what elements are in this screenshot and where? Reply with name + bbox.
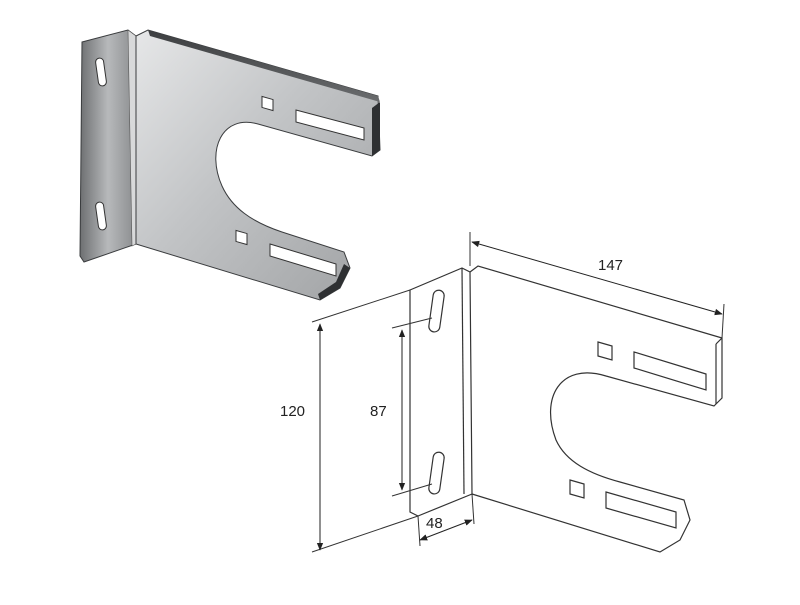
photo-flange-slot-top [95, 57, 107, 87]
drawing-square-bottom [569, 479, 585, 499]
drawing-flange-slot-bottom [428, 451, 445, 495]
dimension-120-label: 120 [280, 403, 305, 420]
photo-square-top [261, 95, 274, 112]
photo-square-bottom [235, 229, 248, 246]
drawing-slot-bottom [605, 491, 677, 529]
bracket-drawing [409, 265, 723, 553]
photo-flange-slot-bottom [95, 201, 107, 231]
dimension-48: 48 [417, 493, 475, 547]
dimension-147-label: 147 [598, 257, 623, 274]
dimension-87: 87 [370, 317, 433, 497]
drawing-plate [469, 265, 723, 553]
photo-slot-bottom [269, 243, 337, 277]
drawing-slot-top [633, 351, 707, 391]
bracket-photo [79, 29, 381, 301]
dimension-87-label: 87 [370, 403, 387, 420]
dimension-120: 120 [280, 289, 419, 553]
photo-flange [79, 29, 137, 263]
dimension-147: 147 [469, 232, 725, 339]
photo-slot-top [295, 109, 365, 141]
drawing-flange-slot-top [428, 289, 445, 333]
drawing-square-top [597, 341, 613, 361]
dimension-48-label: 48 [426, 515, 443, 532]
photo-plate [135, 29, 381, 301]
